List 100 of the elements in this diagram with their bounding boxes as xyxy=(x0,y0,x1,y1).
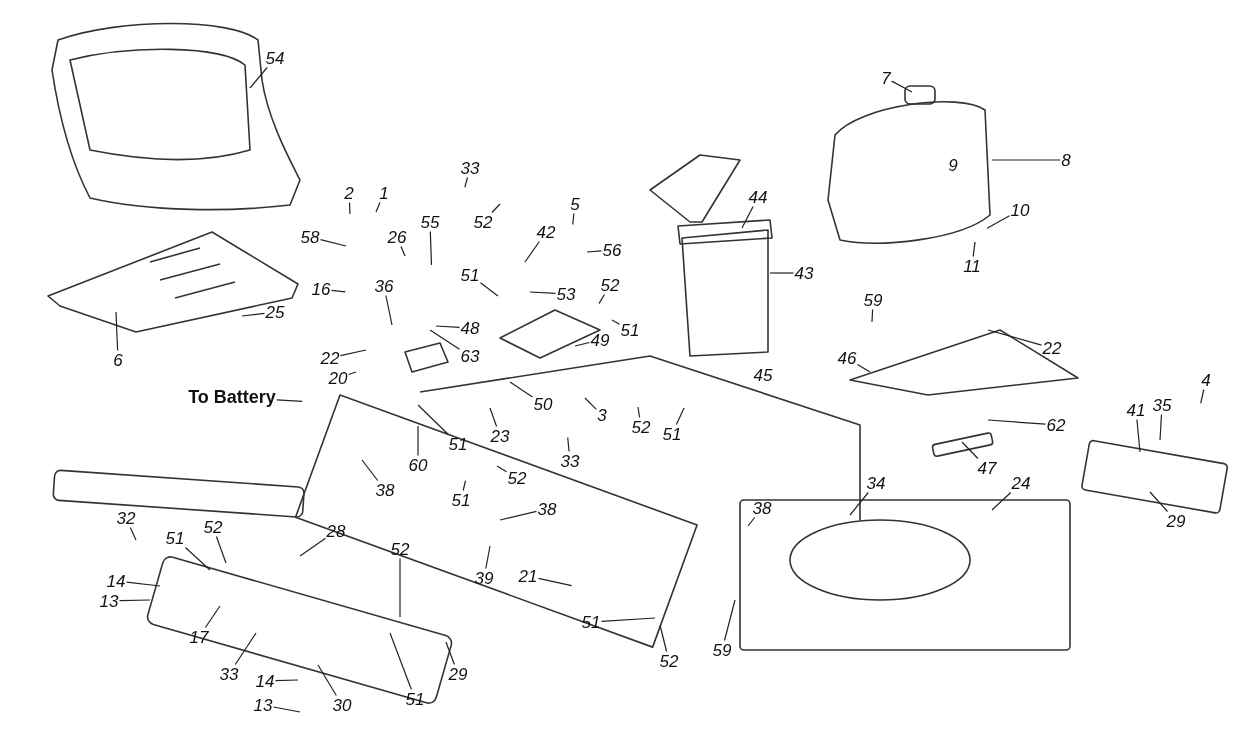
callout-number: 60 xyxy=(407,455,429,475)
callout-number: 33 xyxy=(459,158,481,178)
callout-number: 13 xyxy=(252,695,274,715)
leader-line xyxy=(1200,388,1205,404)
leader-line xyxy=(1136,418,1141,453)
leader-line xyxy=(125,581,161,587)
leader-line xyxy=(491,203,501,214)
callout-number: 38 xyxy=(751,498,773,518)
leader-line xyxy=(584,397,597,410)
leader-line xyxy=(479,282,499,297)
callout-number: 3 xyxy=(596,405,608,425)
callout-number: 41 xyxy=(1125,400,1147,420)
callout-number: 39 xyxy=(473,568,495,588)
leader-line xyxy=(524,240,540,263)
callout-number: 42 xyxy=(535,222,557,242)
callout-number: 51 xyxy=(661,424,683,444)
leader-line xyxy=(499,510,538,521)
leader-line xyxy=(659,624,668,653)
callout-number: 49 xyxy=(589,330,611,350)
callout-number: 36 xyxy=(373,276,395,296)
callout-number: 43 xyxy=(793,263,815,283)
callout-number: 62 xyxy=(1045,415,1067,435)
leader-line xyxy=(856,363,871,373)
callout-number: To Battery xyxy=(187,387,277,407)
leader-line xyxy=(509,381,534,398)
leader-line xyxy=(319,239,347,247)
leader-line xyxy=(417,425,419,457)
callout-number: 51 xyxy=(447,434,469,454)
leader-line xyxy=(574,341,591,347)
callout-number: 33 xyxy=(218,664,240,684)
leader-line xyxy=(389,632,412,691)
leader-line xyxy=(961,441,979,460)
leader-line xyxy=(184,546,211,571)
callout-number: 51 xyxy=(450,490,472,510)
leader-line xyxy=(249,66,268,89)
leader-line xyxy=(747,516,756,527)
callout-number: 48 xyxy=(459,318,481,338)
callout-number: 58 xyxy=(299,227,321,247)
leader-line xyxy=(1149,491,1169,513)
callout-number: 1 xyxy=(378,183,390,203)
callout-number: 45 xyxy=(752,365,774,385)
leader-line xyxy=(529,291,557,294)
callout-number: 14 xyxy=(105,571,127,591)
callout-number: 52 xyxy=(506,468,528,488)
leader-line xyxy=(986,215,1011,229)
leader-line xyxy=(849,491,869,516)
leader-line xyxy=(871,308,874,323)
callout-number: 35 xyxy=(1151,395,1173,415)
callout-number: 52 xyxy=(599,275,621,295)
leader-line xyxy=(272,706,301,713)
leader-line xyxy=(241,312,266,317)
callout-number: 47 xyxy=(976,458,998,478)
leader-line xyxy=(276,399,303,402)
leader-line xyxy=(339,349,367,357)
callout-number: 23 xyxy=(489,426,511,446)
leader-line xyxy=(537,577,573,587)
callout-number: 8 xyxy=(1060,150,1072,170)
callout-number: 4 xyxy=(1200,370,1212,390)
leader-line xyxy=(317,664,337,697)
leader-line xyxy=(987,419,1047,425)
leader-line xyxy=(496,465,508,473)
leader-line xyxy=(637,406,641,419)
callout-number: 11 xyxy=(962,256,982,276)
callout-number: 38 xyxy=(374,480,396,500)
leader-line xyxy=(330,289,346,293)
leader-line xyxy=(611,319,621,325)
leader-line xyxy=(435,325,461,328)
leader-line xyxy=(600,617,656,622)
callout-number: 52 xyxy=(630,417,652,437)
leader-line xyxy=(274,679,299,682)
leader-line xyxy=(204,605,221,629)
leader-line xyxy=(1159,413,1163,441)
callout-number: 10 xyxy=(1009,200,1031,220)
leader-line xyxy=(348,201,351,215)
leader-line xyxy=(118,599,151,602)
callout-number: 51 xyxy=(619,320,641,340)
callout-number: 30 xyxy=(331,695,353,715)
leader-line xyxy=(723,599,736,642)
callout-number: 24 xyxy=(1010,473,1032,493)
callout-number: 16 xyxy=(310,279,332,299)
callout-number: 44 xyxy=(747,187,769,207)
callout-number: 22 xyxy=(319,348,341,368)
leader-line xyxy=(375,201,381,213)
leader-line xyxy=(429,230,433,266)
callout-number: 26 xyxy=(386,227,408,247)
callout-number: 13 xyxy=(98,591,120,611)
leader-line xyxy=(572,212,575,226)
callout-number: 59 xyxy=(711,640,733,660)
leader-line xyxy=(361,459,379,482)
leader-line xyxy=(489,407,498,428)
callout-number: 46 xyxy=(836,348,858,368)
callout-number: 9 xyxy=(947,155,959,175)
callout-number: 5 xyxy=(569,194,581,214)
callout-number: 53 xyxy=(555,284,577,304)
leader-line xyxy=(129,526,137,541)
callout-number: 20 xyxy=(327,368,349,388)
callout-number: 56 xyxy=(601,240,623,260)
callout-number: 14 xyxy=(254,671,276,691)
leader-line xyxy=(215,535,227,564)
leader-line xyxy=(891,80,913,93)
